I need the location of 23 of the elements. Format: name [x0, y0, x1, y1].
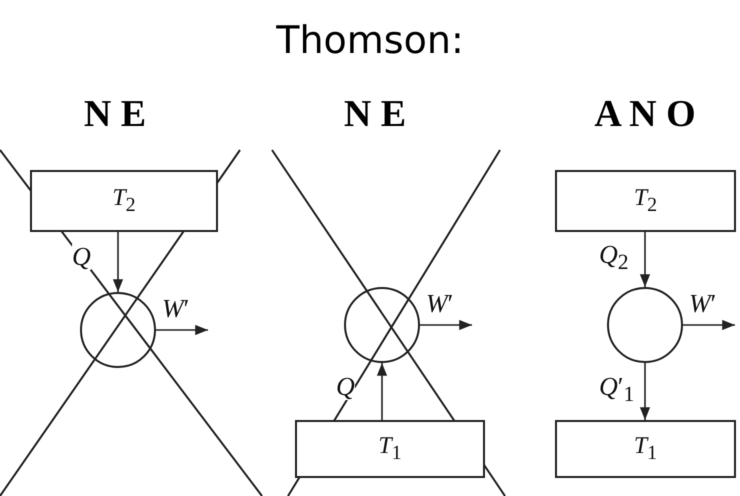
temperature-label: T$_{1}$: [634, 433, 658, 465]
panel-heading: N E: [84, 92, 146, 136]
temperature-label: T$_{2}$: [112, 185, 136, 217]
temperature-label: T$_{1}$: [378, 433, 402, 465]
reservoir-box: [555, 170, 736, 232]
engine-circle: [344, 287, 420, 363]
reservoir-box: [555, 420, 736, 478]
reservoir-box: [30, 170, 218, 232]
engine-circle: [607, 287, 683, 363]
arrow: [376, 363, 388, 420]
panel-heading: A N O: [594, 92, 696, 136]
engine-circle: [80, 292, 156, 368]
arrow: [683, 320, 735, 330]
title: Thomson:: [276, 18, 464, 62]
panel-heading: N E: [344, 92, 406, 136]
arrow: [420, 320, 472, 330]
temperature-label: T$_{2}$: [634, 185, 658, 217]
reservoir-box: [295, 420, 485, 478]
arrow: [640, 232, 650, 287]
arrow: [112, 232, 124, 292]
arrow: [640, 363, 650, 420]
arrow: [156, 324, 208, 336]
edge-label: Q: [72, 244, 91, 270]
